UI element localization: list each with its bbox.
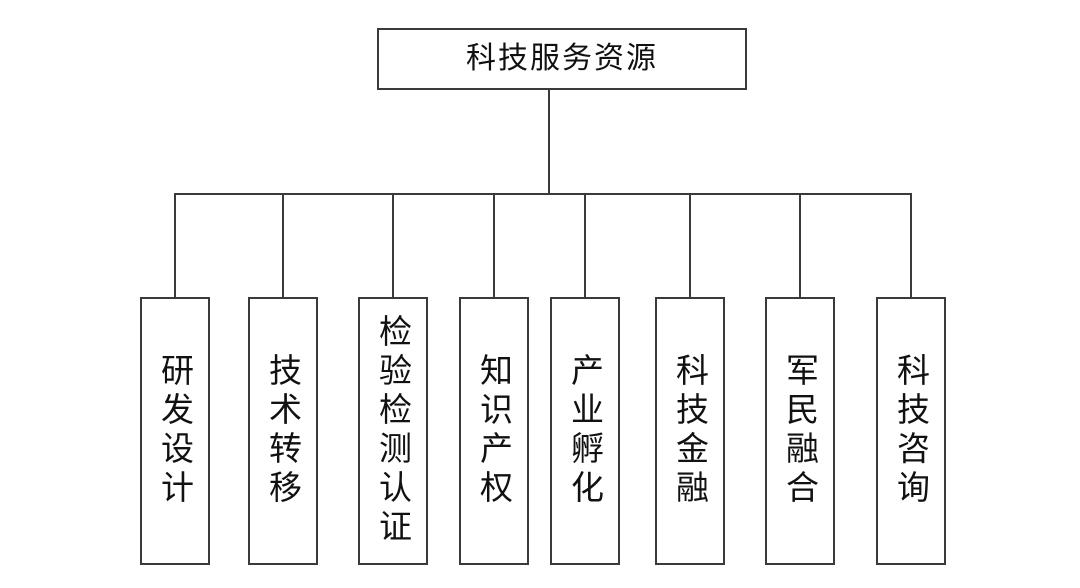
child-node-tech-finance: 科技金融 — [655, 297, 725, 565]
child-node-rnd-design: 研发设计 — [140, 297, 210, 565]
child-node-label: 检验检测认证 — [373, 314, 413, 548]
child-node-industry-incubation: 产业孵化 — [550, 297, 620, 565]
child-connector-line — [392, 193, 394, 297]
child-connector-line — [689, 193, 691, 297]
child-node-label: 知识产权 — [474, 353, 514, 509]
child-connector-line — [799, 193, 801, 297]
root-stem-line — [548, 90, 550, 194]
child-node-tech-consulting: 科技咨询 — [876, 297, 946, 565]
child-connector-line — [282, 193, 284, 297]
child-node-testing-certification: 检验检测认证 — [358, 297, 428, 565]
child-connector-line — [910, 193, 912, 297]
child-node-civil-military-integration: 军民融合 — [765, 297, 835, 565]
child-connector-line — [174, 193, 176, 297]
child-node-label: 研发设计 — [155, 353, 195, 509]
child-node-intellectual-property: 知识产权 — [459, 297, 529, 565]
child-node-label: 产业孵化 — [565, 353, 605, 509]
child-connector-line — [493, 193, 495, 297]
child-node-label: 技术转移 — [263, 353, 303, 509]
root-node: 科技服务资源 — [377, 28, 747, 90]
child-node-label: 科技金融 — [670, 353, 710, 509]
horizontal-bus-line — [174, 193, 912, 195]
child-node-label: 军民融合 — [780, 353, 820, 509]
child-node-label: 科技咨询 — [891, 353, 931, 509]
child-node-tech-transfer: 技术转移 — [248, 297, 318, 565]
root-node-label: 科技服务资源 — [466, 41, 658, 76]
child-connector-line — [584, 193, 586, 297]
